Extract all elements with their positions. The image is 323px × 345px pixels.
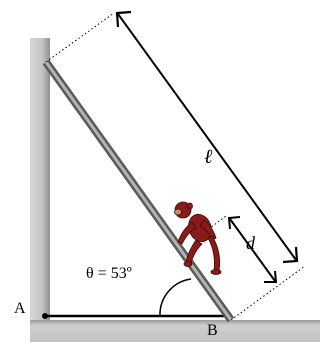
monkey-icon <box>174 201 222 275</box>
length-arrowhead-bottom <box>282 246 299 264</box>
length-arrow-line <box>117 13 297 261</box>
point-a-label: A <box>14 300 26 317</box>
length-dotted-bottom <box>230 265 306 321</box>
distance-label: d <box>246 233 256 253</box>
distance-arrowhead-top <box>227 216 241 230</box>
angle-label: θ = 53º <box>86 265 132 282</box>
point-a-dot <box>42 313 48 319</box>
angle-arc <box>159 278 192 317</box>
floor <box>30 320 320 342</box>
length-arrowhead-top <box>115 10 132 28</box>
point-b-label: B <box>207 322 218 339</box>
distance-arrow-line <box>229 218 276 282</box>
length-label: ℓ <box>204 146 213 168</box>
wall <box>30 38 50 328</box>
distance-arrowhead-bottom <box>264 270 278 283</box>
ladder-highlight <box>44 61 233 321</box>
length-dotted-top <box>45 12 115 63</box>
